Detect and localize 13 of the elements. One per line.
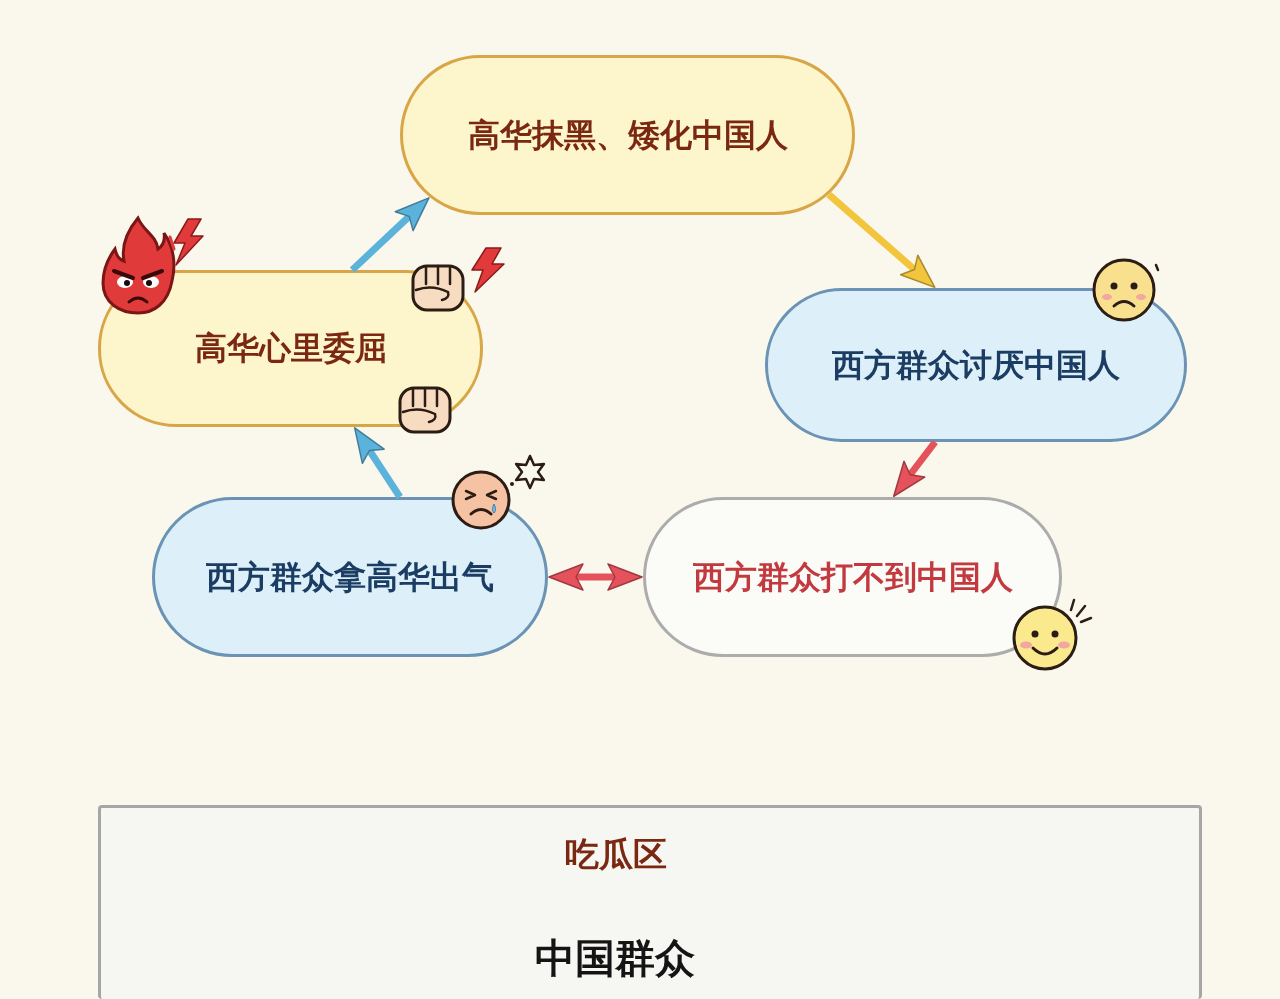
arrow: [893, 439, 938, 497]
node-text: 西方群众打不到中国人: [692, 557, 1013, 597]
arrow: [349, 197, 430, 273]
arrow: [826, 191, 936, 289]
node-text: 西方群众拿高华出气: [206, 557, 494, 597]
node-text: 高华心里委屈: [194, 329, 387, 368]
node-text: 高华抹黑、矮化中国人: [467, 115, 788, 155]
arrow: [353, 427, 403, 499]
arrow: [548, 563, 643, 591]
zone-panel: [98, 805, 1202, 999]
zone-heading: 吃瓜区: [565, 834, 667, 875]
zone-text: 中国群众: [535, 934, 695, 982]
node-text: 西方群众讨厌中国人: [832, 345, 1120, 385]
